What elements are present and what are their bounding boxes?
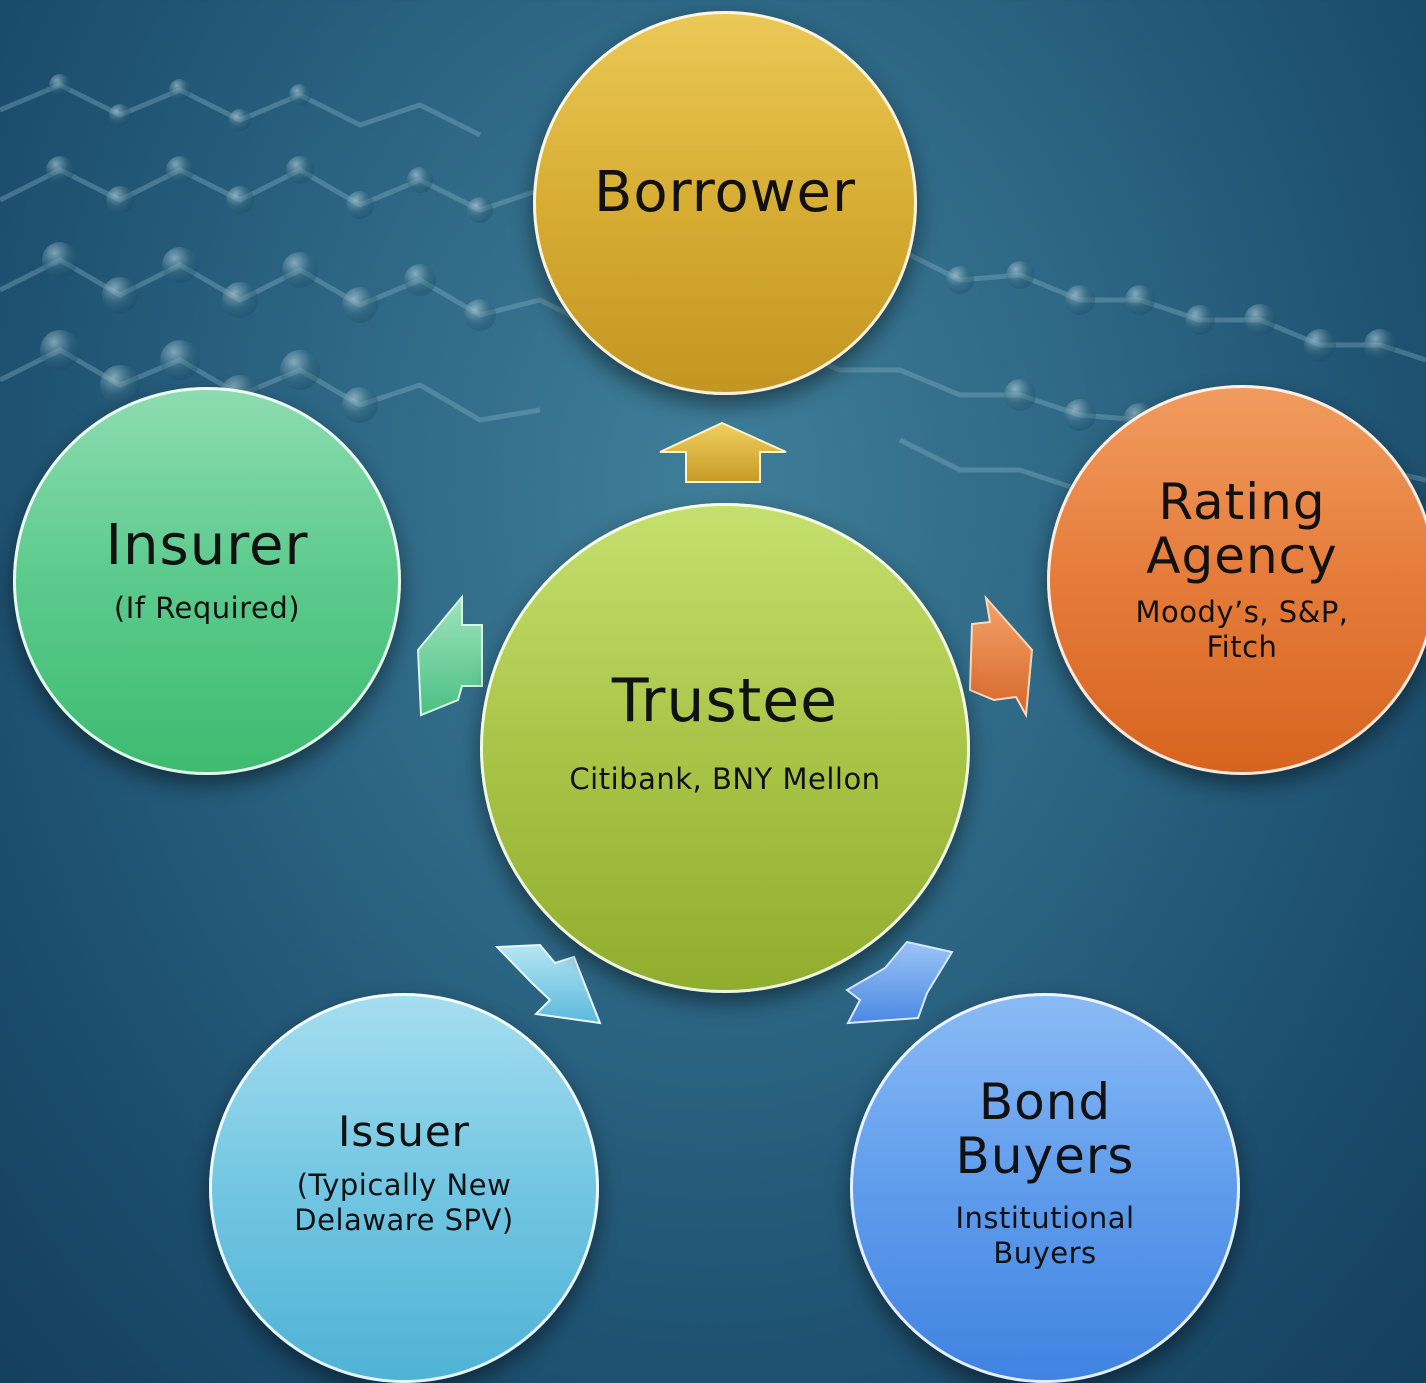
arrow-to-rating bbox=[968, 594, 1034, 719]
arrow-to-borrower bbox=[659, 421, 787, 483]
arrow-to-issuer bbox=[494, 943, 602, 1025]
insurer-title: Insurer bbox=[105, 513, 309, 579]
rating-agency-subtitle-line1: Moody’s, S&P, bbox=[1135, 595, 1349, 630]
rating-agency-subtitle-line2: Fitch bbox=[1206, 630, 1278, 664]
borrower-title: Borrower bbox=[593, 159, 857, 225]
arrow-to-bond-buyers bbox=[845, 940, 954, 1025]
bond-buyers-subtitle: Institutional Buyers bbox=[955, 1201, 1134, 1271]
trustee-node: Trustee Citibank, BNY Mellon bbox=[480, 503, 970, 993]
issuer-subtitle-line2: Delaware SPV) bbox=[294, 1202, 514, 1237]
issuer-title: Issuer bbox=[338, 1106, 470, 1156]
rating-agency-subtitle: Moody’s, S&P, Fitch bbox=[1135, 595, 1348, 665]
bond-buyers-subtitle-line1: Institutional bbox=[955, 1201, 1135, 1236]
issuer-subtitle-line1: (Typically New bbox=[296, 1167, 512, 1202]
rating-agency-title: Rating Agency bbox=[1146, 475, 1337, 583]
trustee-subtitle: Citibank, BNY Mellon bbox=[569, 762, 881, 796]
rating-agency-title-line1: Rating bbox=[1158, 473, 1326, 532]
bond-buyers-subtitle-line2: Buyers bbox=[993, 1236, 1097, 1270]
bond-buyers-node: Bond Buyers Institutional Buyers bbox=[850, 993, 1240, 1383]
issuer-subtitle: (Typically New Delaware SPV) bbox=[294, 1168, 513, 1238]
issuer-node: Issuer (Typically New Delaware SPV) bbox=[209, 993, 599, 1383]
arrow-to-insurer bbox=[416, 594, 483, 717]
insurer-subtitle: (If Required) bbox=[113, 590, 301, 625]
bond-buyers-title: Bond Buyers bbox=[956, 1075, 1135, 1183]
borrower-node: Borrower bbox=[533, 11, 917, 395]
bond-buyers-title-line1: Bond bbox=[978, 1073, 1112, 1132]
rating-agency-title-line2: Agency bbox=[1146, 527, 1338, 586]
trustee-title: Trustee bbox=[611, 666, 839, 737]
insurer-node: Insurer (If Required) bbox=[13, 387, 401, 775]
rating-agency-node: Rating Agency Moody’s, S&P, Fitch bbox=[1047, 385, 1426, 775]
bond-buyers-title-line2: Buyers bbox=[955, 1127, 1135, 1186]
